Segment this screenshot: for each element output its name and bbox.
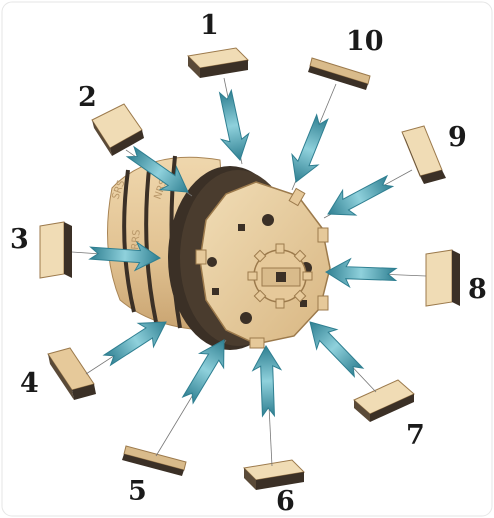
part-8 — [426, 250, 460, 306]
label-8: 8 — [468, 276, 487, 303]
part-7 — [354, 380, 414, 422]
label-3: 3 — [10, 226, 29, 253]
label-9: 9 — [448, 124, 467, 151]
gear — [248, 244, 312, 308]
arrow-6 — [252, 346, 282, 417]
arrow-8 — [326, 258, 397, 288]
arrow-7 — [300, 312, 369, 382]
label-4: 4 — [20, 370, 39, 397]
arrow-1 — [212, 89, 254, 163]
part-9 — [402, 126, 446, 184]
part-5 — [122, 446, 186, 476]
part-10 — [308, 58, 370, 90]
arrow-9 — [321, 169, 396, 227]
part-4 — [48, 348, 96, 400]
label-1: 1 — [200, 12, 219, 39]
arrow-10 — [283, 112, 335, 187]
label-6: 6 — [276, 488, 295, 515]
part-6 — [244, 460, 304, 490]
part-3 — [40, 222, 72, 278]
label-5: 5 — [128, 478, 147, 505]
label-10: 10 — [346, 28, 384, 55]
label-7: 7 — [406, 422, 425, 449]
part-1 — [188, 48, 248, 78]
label-2: 2 — [78, 84, 97, 111]
